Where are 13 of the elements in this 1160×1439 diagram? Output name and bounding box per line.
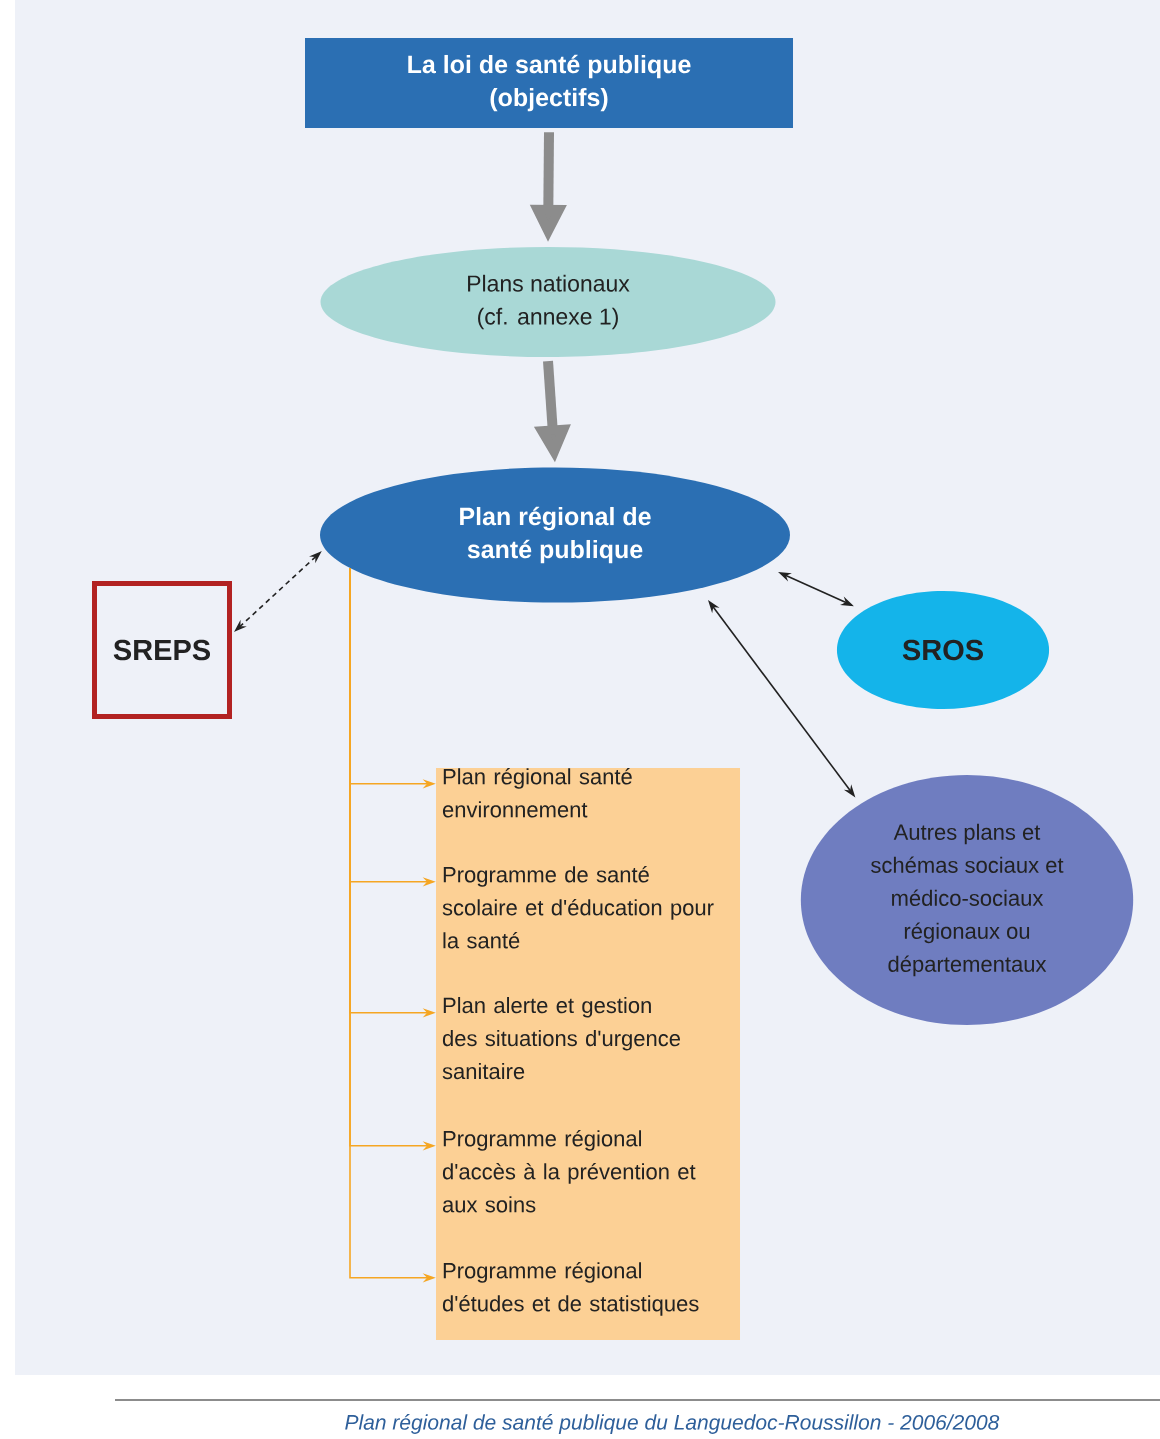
list-item: Programme de santé scolaire et d'éducation pour la santé	[442, 866, 714, 949]
caption: Plan régional de santé publique du Languedoc-Roussillon - 2006/2008	[345, 1414, 1000, 1434]
list-item: Programme régional d'accès à la prévention et aux soins	[442, 1130, 696, 1213]
list-item: Programme régional d'études et de statistiques	[442, 1262, 699, 1316]
panel-background	[436, 768, 740, 1340]
list-item: Plan régional santé environnement	[442, 768, 632, 818]
list-item: Plan alerte et gestion des situations d'urgence sanitaire	[442, 997, 680, 1080]
outlined-box: SREPS	[92, 581, 232, 719]
ellipse-node: SROS	[836, 591, 1050, 709]
ellipse-node: Plan régional de santé publique	[320, 467, 790, 603]
ellipse-node: Autres plans et schémas sociaux et médico-sociaux régionaux ou départementaux	[800, 775, 1134, 1025]
ellipse-node: Plans nationaux (cf. annexe 1)	[320, 247, 776, 357]
process-box: La loi de santé publique (objectifs)	[305, 38, 793, 128]
